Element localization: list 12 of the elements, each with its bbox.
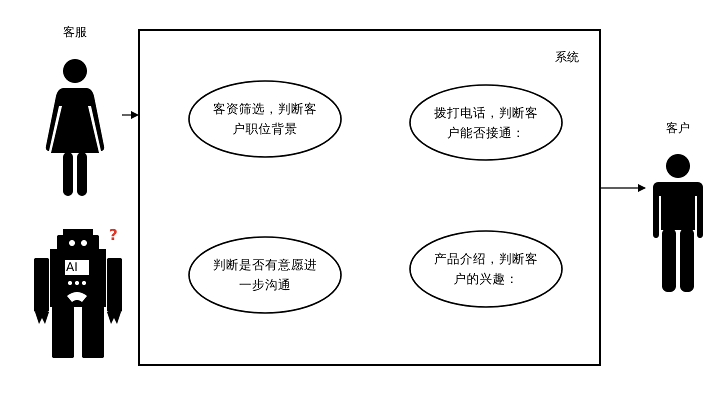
question-mark: ? xyxy=(109,228,118,243)
use-case-text: 客资筛选，判断客户职位背景 xyxy=(212,100,318,138)
arrow xyxy=(122,111,139,119)
chest-label: AI xyxy=(66,261,78,273)
use-case-text: 判断是否有意愿进一步沟通 xyxy=(212,256,318,294)
use-case-text: 拨打电话，判断客户能否接通： xyxy=(433,104,539,142)
actor-label: 客户 xyxy=(665,120,691,137)
use-case-text: 产品介绍，判断客户的兴趣： xyxy=(433,250,539,288)
actor-label: 客服 xyxy=(62,24,88,41)
system-boundary xyxy=(138,29,601,366)
arrow xyxy=(601,184,646,192)
system-title: 系统 xyxy=(555,49,579,66)
